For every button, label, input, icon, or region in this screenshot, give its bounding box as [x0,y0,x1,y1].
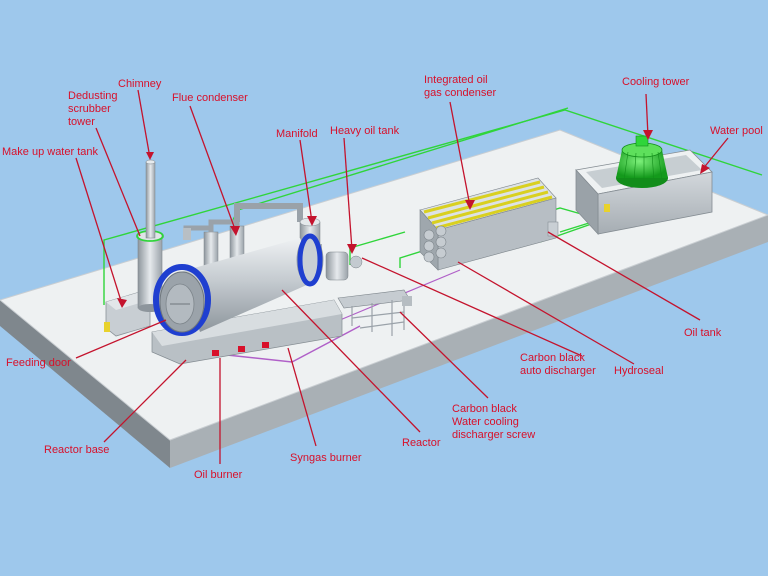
oil-tank [547,221,559,237]
label-make-up-water-tank: Make up water tank [2,146,98,158]
dedusting-scrubber-tower [136,230,164,312]
reactor-base [151,299,343,365]
label-oil-tank: Oil tank [684,327,722,339]
integrated-oil-gas-condenser [419,177,557,271]
label-oil-burner: Oil burner [194,469,243,481]
reactor [153,233,324,336]
label-carbon-screw-line3: discharger screw [452,429,535,441]
label-manifold: Manifold [276,128,318,140]
label-carbon-auto-line2: auto discharger [520,365,596,377]
label-feeding-door: Feeding door [6,357,71,369]
leader-lines [75,89,729,464]
label-carbon-auto-line1: Carbon black [520,352,585,364]
label-heavy-oil-tank: Heavy oil tank [330,125,400,137]
label-carbon-screw-line1: Carbon black [452,403,517,415]
label-dedusting-line3: tower [68,116,95,128]
label-chimney: Chimney [118,78,162,90]
label-dedusting-line1: Dedusting [68,90,118,102]
label-hydroseal: Hydroseal [614,365,664,377]
flue-condenser [183,203,303,267]
label-carbon-screw-line2: Water cooling [452,416,519,428]
heavy-oil-tank [325,251,363,281]
label-integrated-line2: gas condenser [424,87,496,99]
label-reactor: Reactor [402,437,441,449]
cooling-tower [616,135,668,188]
label-integrated-line1: Integrated oil [424,74,488,86]
labels: Chimney Dedusting scrubber tower Flue co… [2,74,763,481]
label-flue-condenser: Flue condenser [172,92,248,104]
label-cooling-tower: Cooling tower [622,76,690,88]
chimney [145,159,156,239]
carbon-black-discharger-screw [337,289,412,336]
label-water-pool: Water pool [710,125,763,137]
label-reactor-base: Reactor base [44,444,109,456]
label-dedusting-line2: scrubber [68,103,111,115]
label-syngas-burner: Syngas burner [290,452,362,464]
